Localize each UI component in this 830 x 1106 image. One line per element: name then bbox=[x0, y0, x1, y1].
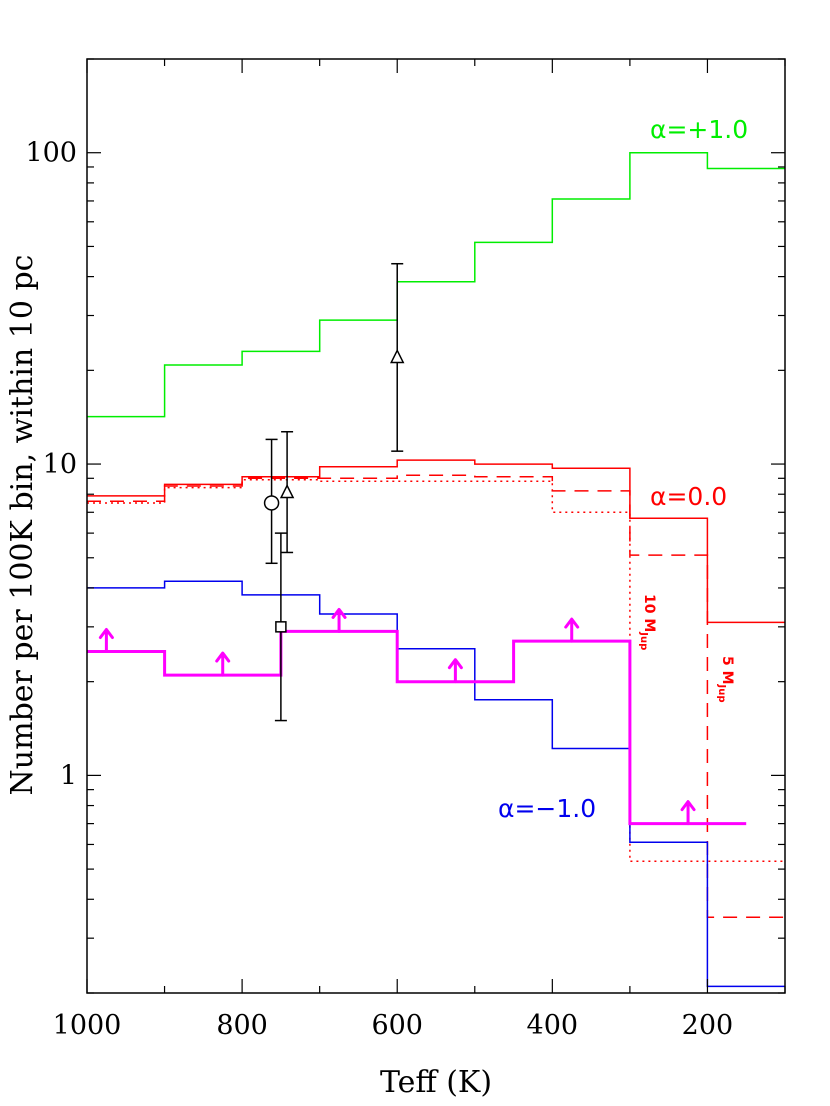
label-mass-10: 10 MJup bbox=[638, 594, 657, 650]
plot-lines bbox=[87, 151, 785, 988]
x-tick-label: 800 bbox=[216, 1010, 268, 1041]
point-triangle bbox=[279, 483, 295, 499]
x-tick-label: 600 bbox=[371, 1010, 423, 1041]
data-points bbox=[263, 262, 405, 722]
lower-limit-arrow bbox=[331, 607, 347, 633]
series-line-3 bbox=[87, 479, 785, 862]
lower-limit-arrow bbox=[564, 617, 580, 643]
x-tick-label: 400 bbox=[527, 1010, 579, 1041]
label-alpha-zero: α=0.0 bbox=[650, 482, 727, 511]
series-line-0 bbox=[87, 151, 785, 418]
y-axis-title: Number per 100K bin, within 10 pc bbox=[5, 255, 40, 796]
y-tick-label: 1 bbox=[60, 760, 77, 791]
point-triangle bbox=[390, 348, 405, 364]
label-alpha-minus: α=−1.0 bbox=[498, 794, 596, 823]
x-tick-label: 200 bbox=[682, 1010, 734, 1041]
label-alpha-plus: α=+1.0 bbox=[650, 115, 748, 144]
label-mass-5: 5 MJup bbox=[716, 656, 735, 703]
x-tick-label: 1000 bbox=[53, 1010, 122, 1041]
lower-limit-arrow bbox=[447, 658, 463, 684]
y-tick-label: 10 bbox=[43, 449, 77, 480]
lower-limit-line bbox=[87, 629, 747, 826]
tick-labels: 1000 800 600 400 200 1 10 100 bbox=[25, 138, 733, 1041]
series-line-2 bbox=[87, 474, 785, 919]
series-line-1 bbox=[87, 459, 785, 624]
plot-frame bbox=[86, 58, 786, 994]
point-circle bbox=[263, 495, 280, 511]
y-tick-label: 100 bbox=[25, 138, 77, 169]
x-axis-title: Teff (K) bbox=[380, 1065, 492, 1100]
lower-limit-arrow bbox=[680, 800, 696, 826]
tick-marks bbox=[86, 58, 786, 994]
plot-border bbox=[86, 58, 786, 994]
point-square bbox=[275, 621, 287, 633]
lower-limit-arrow bbox=[215, 651, 231, 677]
series-line-4 bbox=[87, 580, 785, 988]
lower-limit-arrow bbox=[98, 627, 114, 653]
